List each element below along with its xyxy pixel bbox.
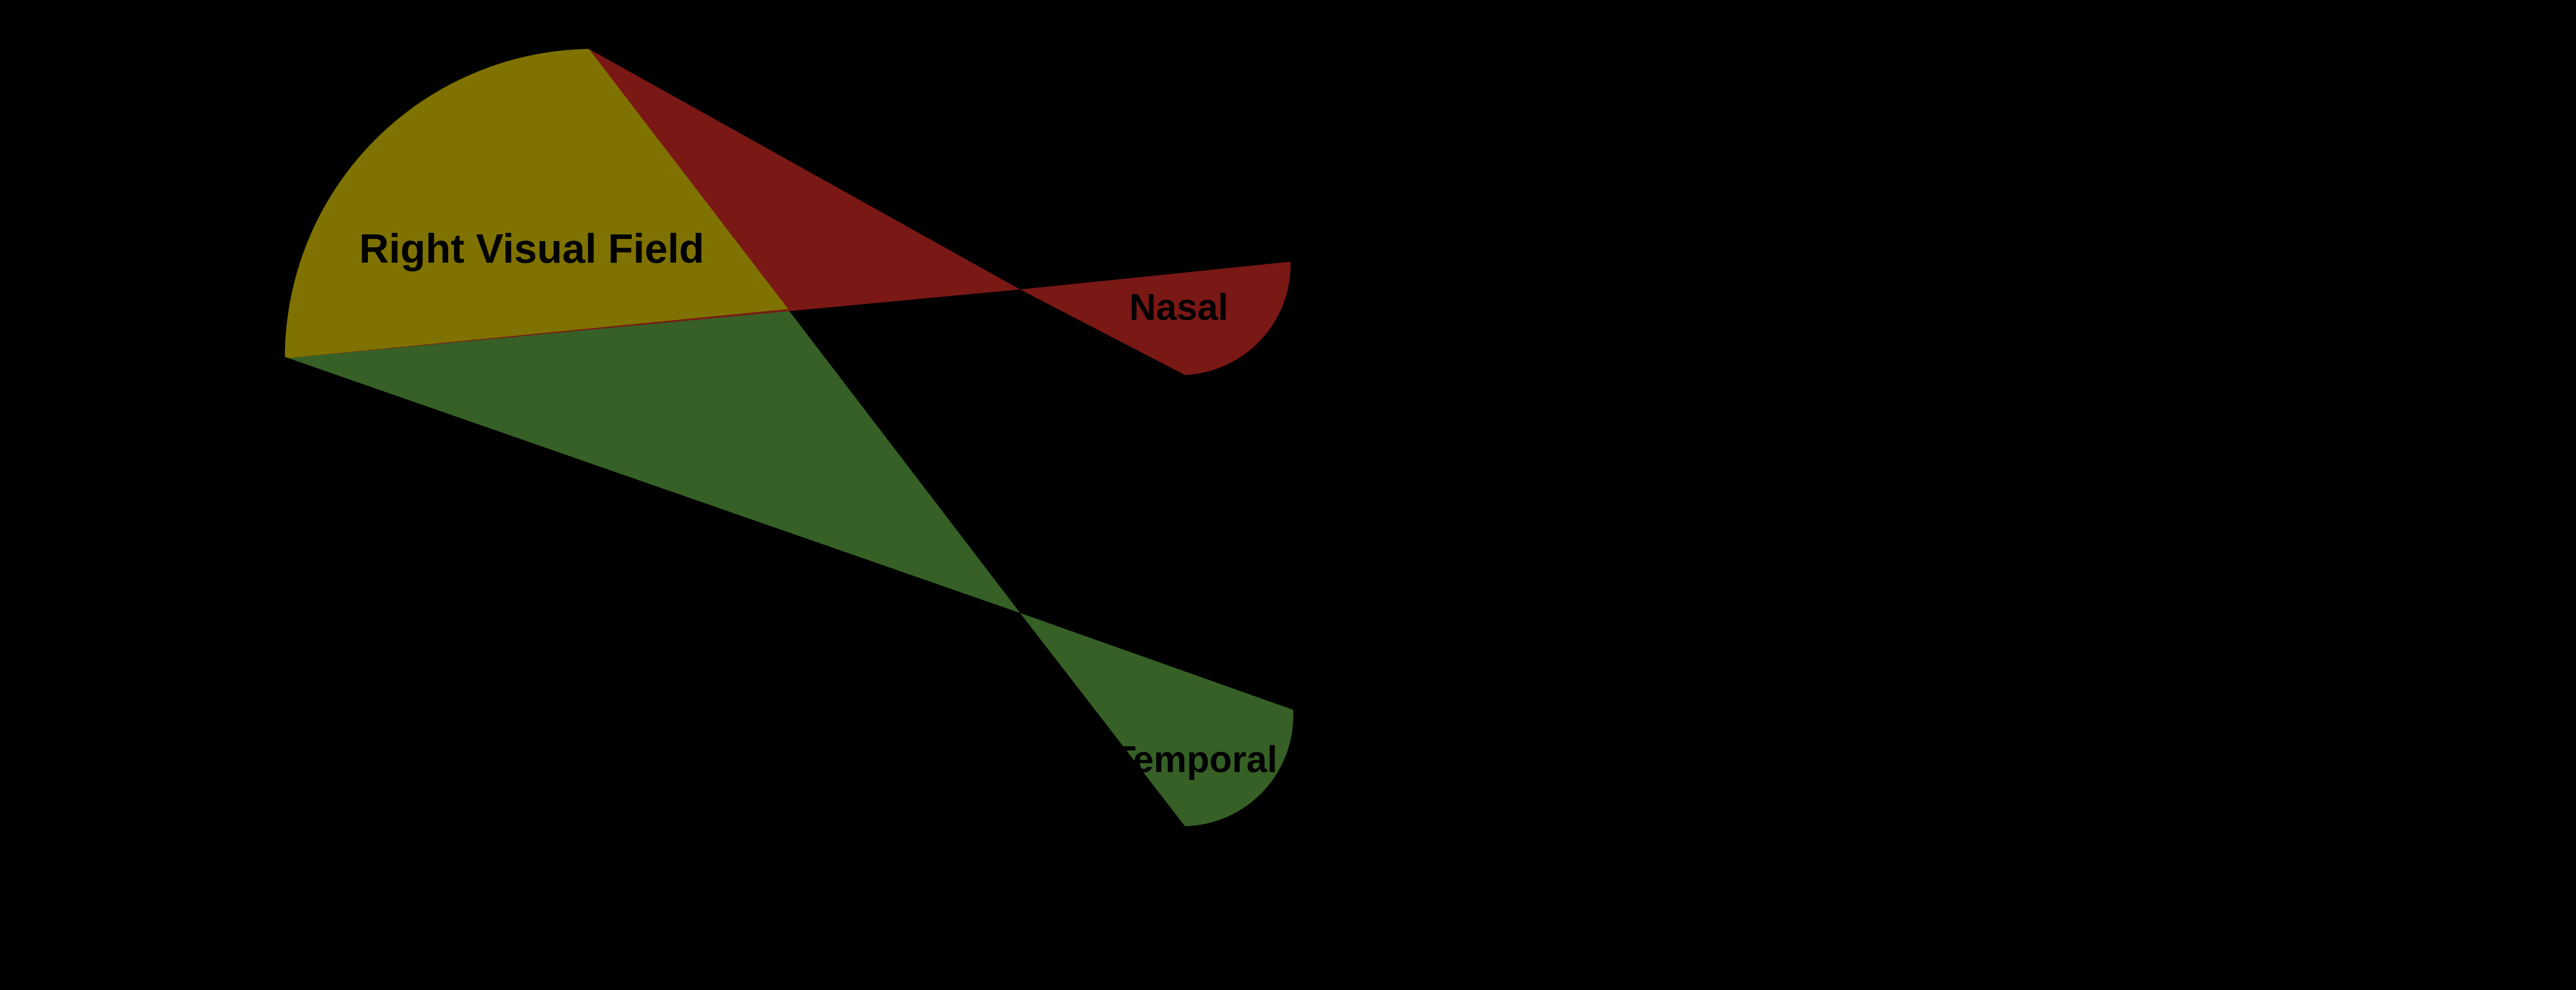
- visual-field-label: Right Visual Field: [359, 226, 704, 271]
- nasal-label: Nasal: [1129, 287, 1228, 328]
- diagram-shapes: [285, 49, 1294, 826]
- temporal-label: Temporal: [1113, 739, 1278, 780]
- visual-field-overlap-region: [285, 49, 788, 358]
